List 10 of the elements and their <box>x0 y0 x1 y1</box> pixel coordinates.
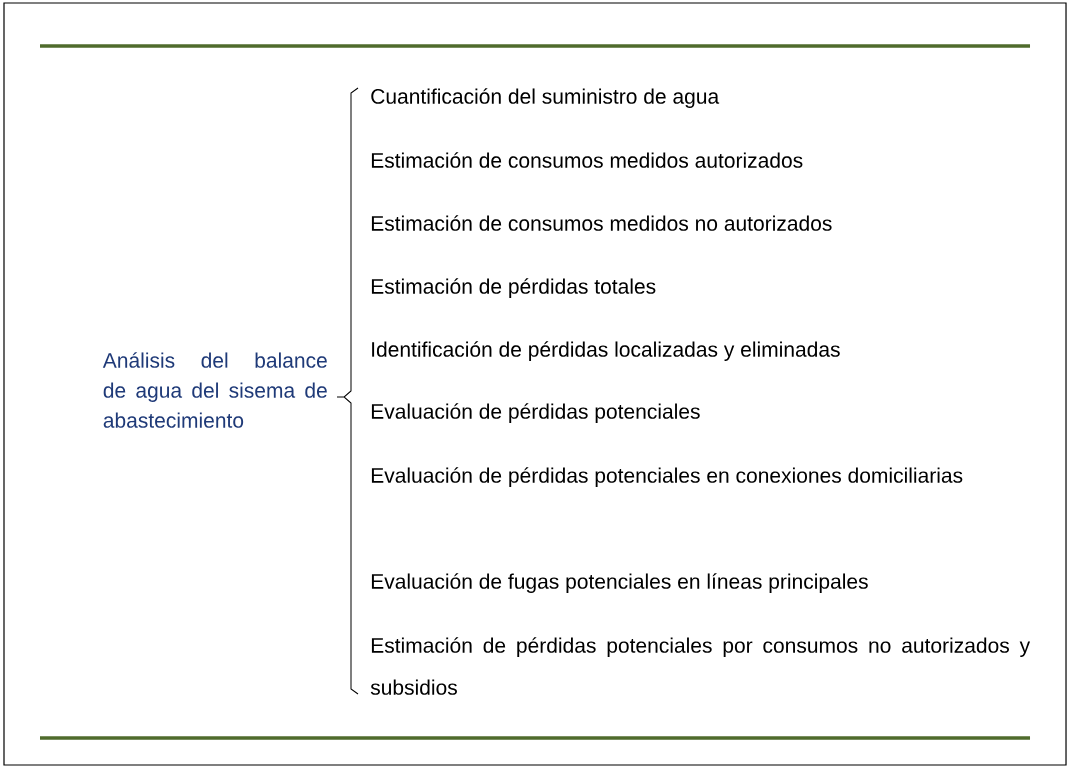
list-item: Estimación de consumos medidos autorizados <box>371 152 803 168</box>
list-item: Estimación de consumos medidos no autorizados <box>371 215 832 231</box>
list-item: Evaluación de fugas potenciales en líneas principales <box>371 573 868 594</box>
list-item: Evaluación de pérdidas potenciales en conexiones domiciliarias <box>371 467 963 488</box>
list-item: Identificación de pérdidas localizadas y eliminadas <box>372 341 840 362</box>
list-item: Evaluación de pérdidas potenciales <box>371 403 700 424</box>
list-item: Estimación de pérdidas potenciales por consumos no autorizados y subsidios <box>370 637 1031 695</box>
list-item: Estimación de pérdidas totales <box>371 278 656 299</box>
heading-text: Análisis del balance de agua del sisema de abastecimiento <box>102 352 327 428</box>
list-item: Cuantificación del suministro de agua <box>371 88 720 108</box>
